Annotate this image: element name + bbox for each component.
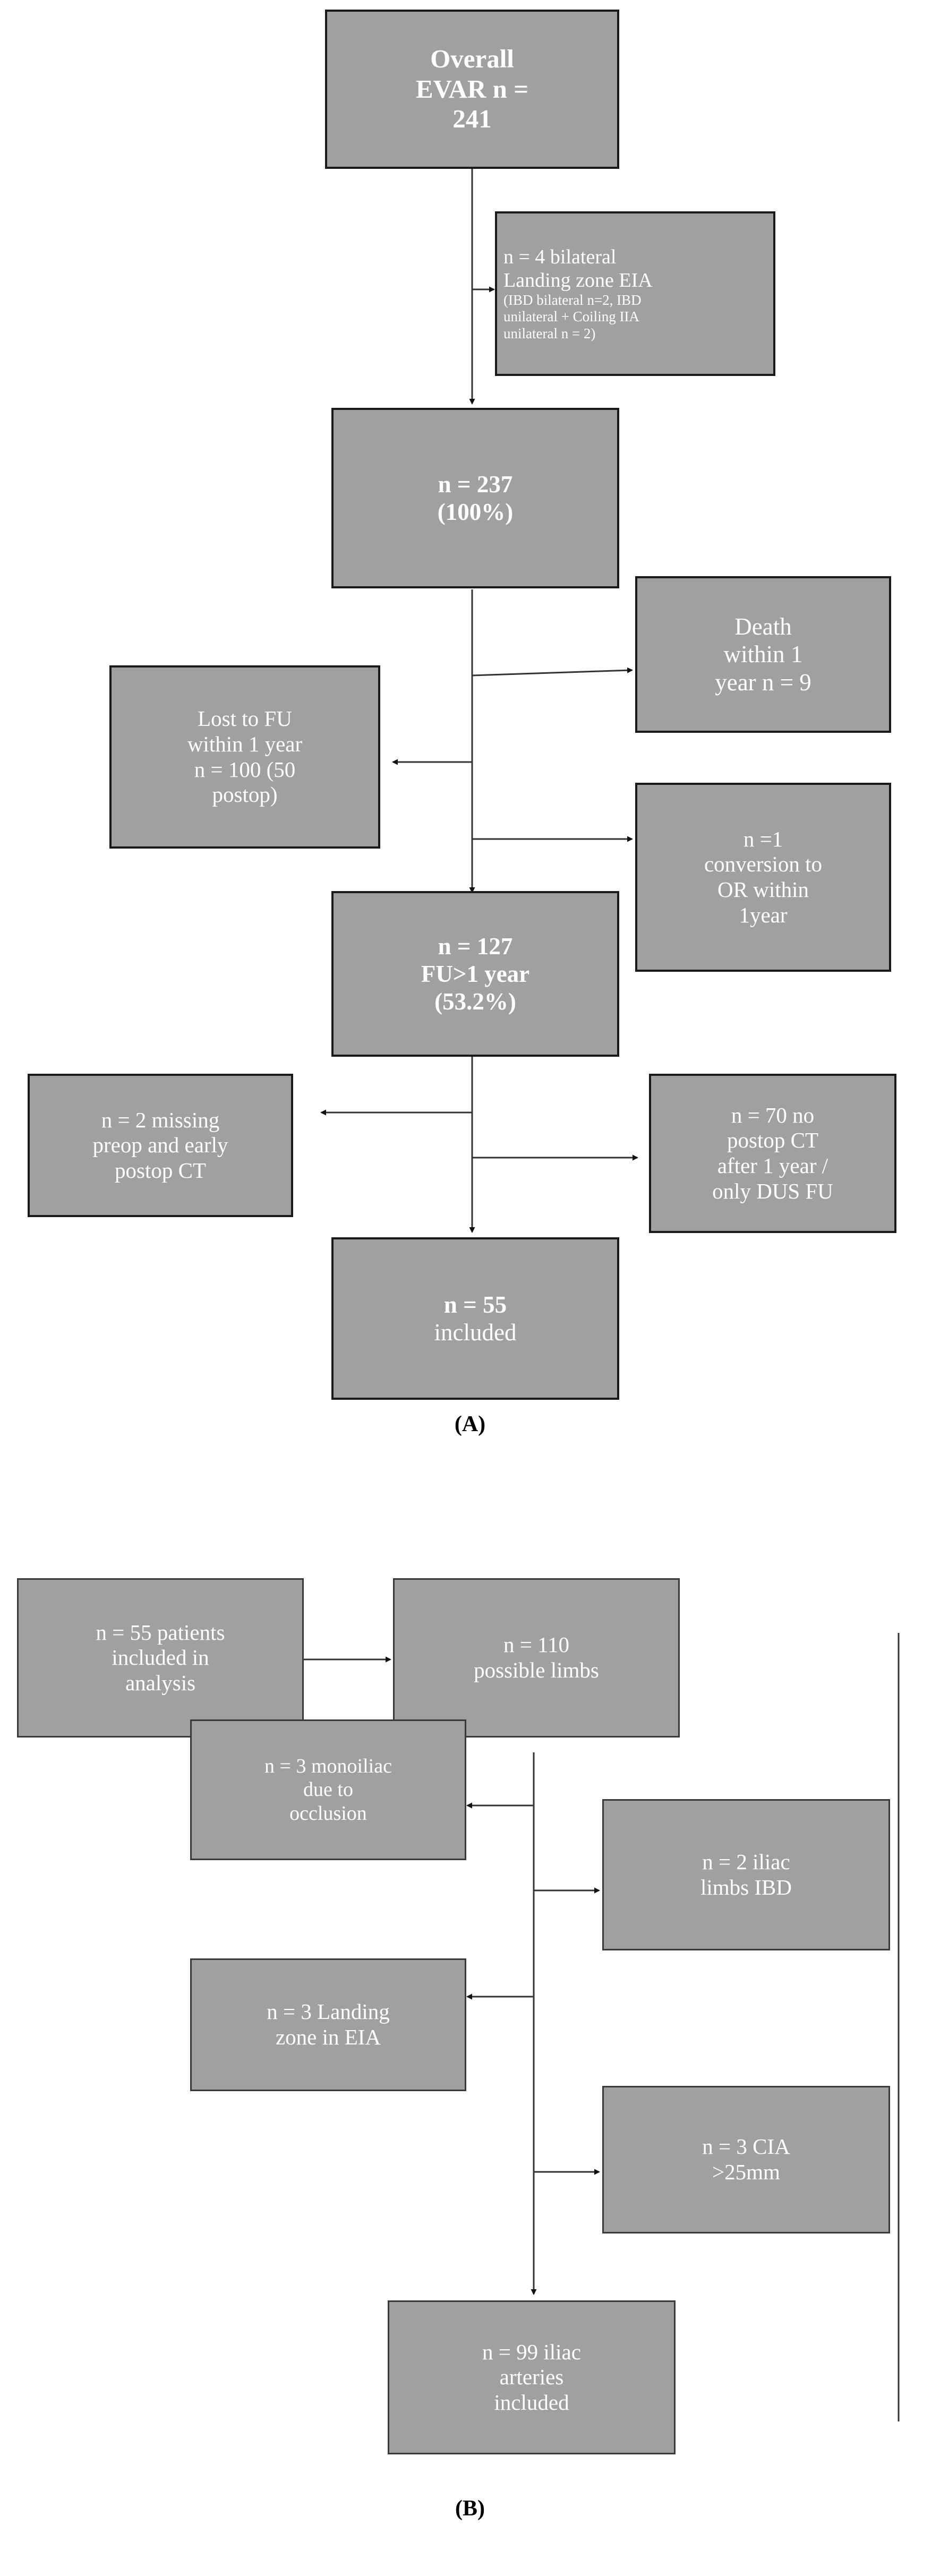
node-line: FU>1 year <box>421 960 530 987</box>
panel-a-caption: (A) <box>454 1412 486 1436</box>
node-line: n = 110 <box>503 1632 570 1657</box>
node-line: included <box>434 1319 517 1346</box>
node-line: postop CT <box>115 1158 206 1183</box>
node-line: arteries <box>499 2365 564 2390</box>
node-line: unilateral + Coiling IIA <box>503 309 639 325</box>
node-line: n = 3 monoiliac <box>264 1755 392 1778</box>
node-line: n = 2 missing <box>101 1107 220 1132</box>
panel-a: Overall EVAR n = 241 n = 4 bilateral Lan… <box>28 10 896 1436</box>
node-line: included <box>494 2390 569 2415</box>
node-line: 1year <box>739 902 788 927</box>
node-monoiliac-occlusion: n = 3 monoiliac due to occlusion <box>190 1719 466 1860</box>
node-line: n = 100 (50 <box>194 757 296 782</box>
node-line: postop) <box>212 782 278 807</box>
node-line: postop CT <box>727 1128 818 1153</box>
node-missing-preop-ct: n = 2 missing preop and early postop CT <box>28 1074 293 1217</box>
node-line: analysis <box>125 1670 196 1695</box>
node-line: n = 55 patients <box>96 1620 225 1645</box>
node-line: zone in EIA <box>275 2025 381 2049</box>
node-line: (53.2%) <box>434 988 516 1015</box>
node-death-1yr: Death within 1 year n = 9 <box>635 576 891 733</box>
node-n-127: n = 127 FU>1 year (53.2%) <box>331 891 619 1057</box>
node-line: n = 4 bilateral <box>503 245 617 268</box>
node-n-237: n = 237 (100%) <box>331 408 619 588</box>
node-line: preop and early <box>92 1133 228 1158</box>
node-line: occlusion <box>289 1802 367 1825</box>
node-overall-evar: Overall EVAR n = 241 <box>325 10 619 169</box>
node-no-postop-ct: n = 70 no postop CT after 1 year / only … <box>649 1074 896 1233</box>
node-line: within 1 year <box>187 731 303 756</box>
node-iliac-arteries-included: n = 99 iliac arteries included <box>388 2300 676 2454</box>
panel-b-caption: (B) <box>455 2496 485 2521</box>
node-line: year n = 9 <box>715 669 811 696</box>
node-bilateral-eia: n = 4 bilateral Landing zone EIA (IBD bi… <box>495 211 775 376</box>
node-line: unilateral n = 2) <box>503 325 596 341</box>
node-n-55-included: n = 55 included <box>331 1237 619 1400</box>
node-line: included in <box>112 1645 209 1670</box>
node-line: within 1 <box>723 641 803 668</box>
node-line: n = 3 CIA <box>702 2134 790 2159</box>
node-lost-to-fu: Lost to FU within 1 year n = 100 (50 pos… <box>109 665 380 849</box>
node-line: EVAR n = <box>415 74 529 104</box>
node-line: n = 237 <box>438 470 513 498</box>
node-line: after 1 year / <box>717 1153 828 1178</box>
node-line: (IBD bilateral n=2, IBD <box>503 292 642 309</box>
node-line: n = 70 no <box>731 1102 815 1127</box>
node-line: n =1 <box>743 826 783 851</box>
node-iliac-limbs-ibd: n = 2 iliac limbs IBD <box>602 1799 890 1950</box>
node-line: 241 <box>452 104 492 134</box>
node-line: n = 55 <box>443 1291 507 1318</box>
node-cia-25mm: n = 3 CIA >25mm <box>602 2086 890 2233</box>
node-line: (100%) <box>437 499 514 525</box>
node-patients-included: n = 55 patients included in analysis <box>17 1578 304 1738</box>
node-conversion-or: n =1 conversion to OR within 1year <box>635 783 891 972</box>
node-line: conversion to <box>704 852 823 877</box>
node-line: OR within <box>717 877 809 902</box>
node-possible-limbs: n = 110 possible limbs <box>393 1578 680 1738</box>
node-line: due to <box>303 1778 353 1801</box>
node-line: n = 3 Landing <box>267 1999 390 2024</box>
node-line: >25mm <box>712 2160 780 2184</box>
node-line: Lost to FU <box>198 706 292 731</box>
node-line: Death <box>734 613 792 640</box>
node-line: only DUS FU <box>712 1178 833 1203</box>
node-line: possible limbs <box>474 1658 599 1682</box>
node-line: n = 127 <box>438 932 513 960</box>
node-line: n = 99 iliac <box>482 2339 581 2364</box>
node-landing-zone-eia: n = 3 Landing zone in EIA <box>190 1958 466 2091</box>
node-line: Overall <box>430 44 514 73</box>
node-line: n = 2 iliac <box>702 1849 790 1874</box>
node-line: limbs IBD <box>700 1875 792 1899</box>
node-line: Landing zone EIA <box>503 269 653 292</box>
panel-b: n = 55 patients included in analysis n =… <box>0 0 940 2521</box>
